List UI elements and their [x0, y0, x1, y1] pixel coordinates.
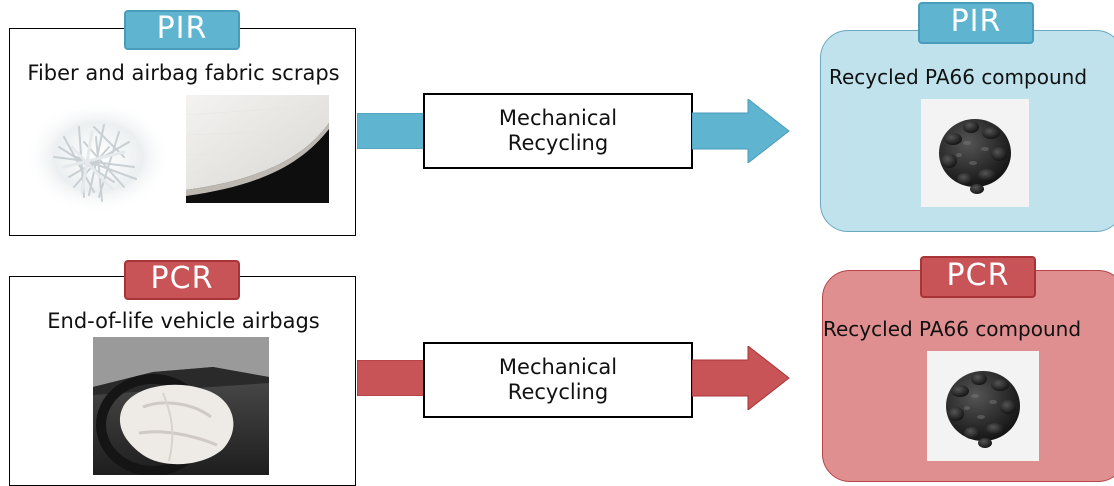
- pir-arrow-left: [357, 113, 425, 149]
- pcr-output-box: Recycled PA66 compound: [822, 270, 1114, 482]
- pcr-source-tag: PCR: [124, 260, 240, 300]
- pir-output-tag: PIR: [918, 2, 1034, 44]
- airbag-fabric-image: [186, 95, 329, 203]
- pir-source-title: Fiber and airbag fabric scraps: [27, 61, 340, 85]
- pir-process-line2: Recycling: [507, 131, 609, 155]
- pcr-source-title: End-of-life vehicle airbags: [47, 309, 320, 333]
- pir-pellets-image: [921, 99, 1029, 207]
- pir-process-box: Mechanical Recycling: [423, 93, 693, 169]
- pir-source-box: Fiber and airbag fabric scraps: [9, 28, 356, 236]
- pcr-output-title: Recycled PA66 compound: [823, 317, 1082, 341]
- pcr-process-box: Mechanical Recycling: [423, 342, 693, 418]
- pcr-source-box: End-of-life vehicle airbags: [9, 276, 356, 486]
- pcr-output-tag: PCR: [920, 256, 1036, 298]
- pir-output-title: Recycled PA66 compound: [829, 65, 1088, 89]
- airbag-vehicle-image: [93, 337, 269, 475]
- pir-process-line1: Mechanical: [498, 106, 618, 130]
- pir-source-tag: PIR: [124, 10, 240, 50]
- fiber-scraps-image: [24, 100, 172, 214]
- pir-output-box: Recycled PA66 compound: [820, 30, 1114, 232]
- pcr-process-line2: Recycling: [507, 380, 609, 404]
- pir-arrow-right: [692, 99, 790, 163]
- pcr-arrow-left: [357, 360, 425, 396]
- pcr-process-line1: Mechanical: [498, 355, 618, 379]
- pcr-pellets-image: [927, 351, 1039, 461]
- pcr-arrow-right: [692, 346, 790, 410]
